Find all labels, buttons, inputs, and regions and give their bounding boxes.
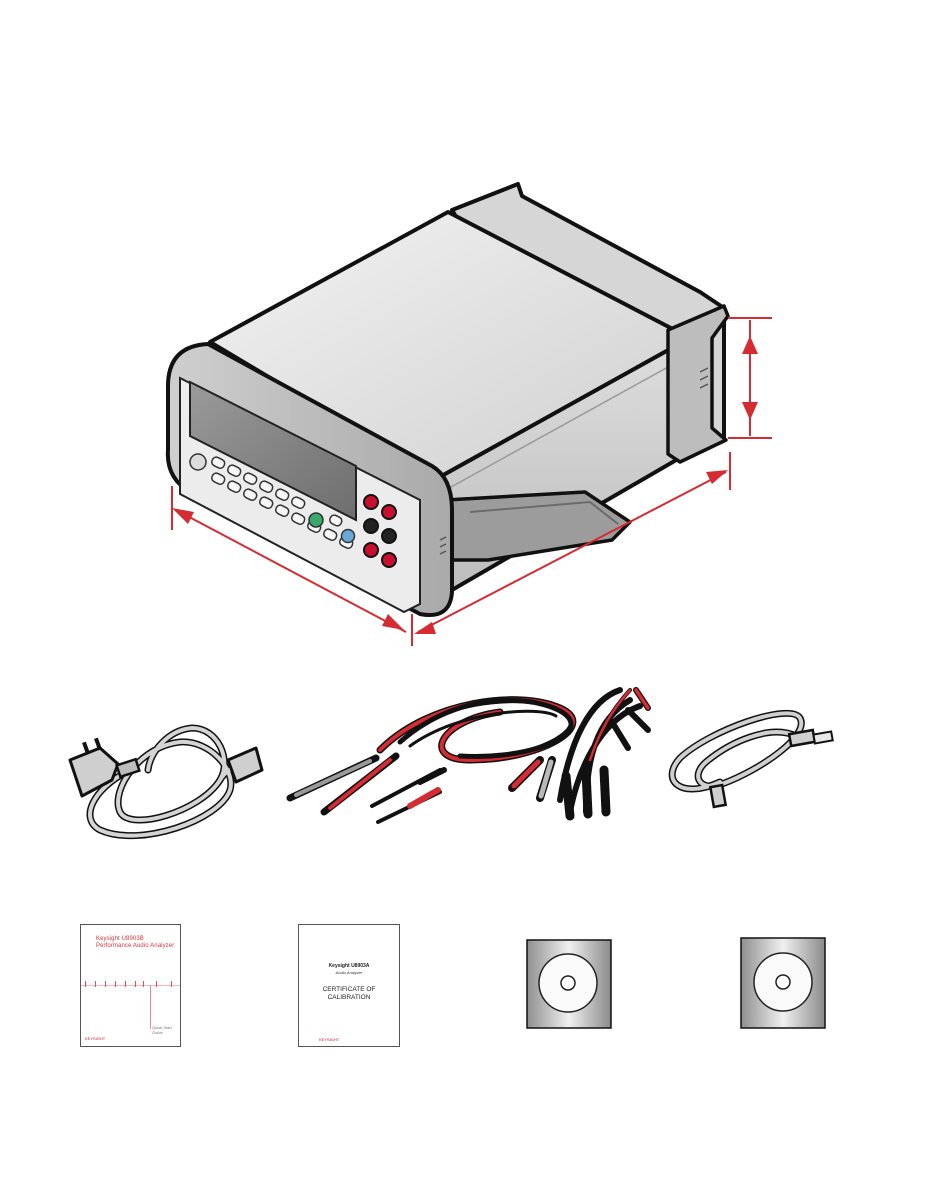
certificate-model: Keysight U8903A bbox=[299, 963, 399, 969]
logo-text: KEYSIGHT bbox=[319, 1037, 339, 1042]
cd-disc-icon bbox=[741, 938, 825, 1028]
guide-label: Quick Start Guide bbox=[152, 1025, 172, 1035]
certificate-title: CERTIFICATE OF CALIBRATION bbox=[299, 986, 399, 1002]
certificate-title-line1: CERTIFICATE OF bbox=[299, 986, 399, 994]
usb-cable-icon bbox=[672, 713, 833, 807]
quick-start-guide-booklet: Keysight U8903B Performance Audio Analyz… bbox=[80, 924, 181, 1047]
guide-title: Keysight U8903B Performance Audio Analyz… bbox=[96, 936, 174, 950]
divider bbox=[150, 985, 151, 1029]
test-leads-icon bbox=[290, 690, 648, 822]
guide-label-line2: Guide bbox=[152, 1030, 172, 1035]
certificate-of-calibration: Keysight U8903A Audio Analyzer CERTIFICA… bbox=[298, 924, 400, 1047]
logo-text: KEYSIGHT bbox=[85, 1036, 105, 1041]
tick-strip bbox=[81, 981, 180, 989]
power-cord-icon bbox=[70, 728, 262, 836]
cd-disc-icon bbox=[527, 940, 611, 1028]
brand-logo: KEYSIGHT bbox=[85, 1036, 105, 1041]
certificate-model-subtitle: Audio Analyzer bbox=[299, 970, 399, 975]
guide-title-line2: Performance Audio Analyzer bbox=[96, 943, 174, 950]
brand-logo: KEYSIGHT bbox=[319, 1037, 339, 1042]
certificate-title-line2: CALIBRATION bbox=[299, 994, 399, 1002]
guide-title-line1: Keysight U8903B bbox=[96, 936, 174, 943]
